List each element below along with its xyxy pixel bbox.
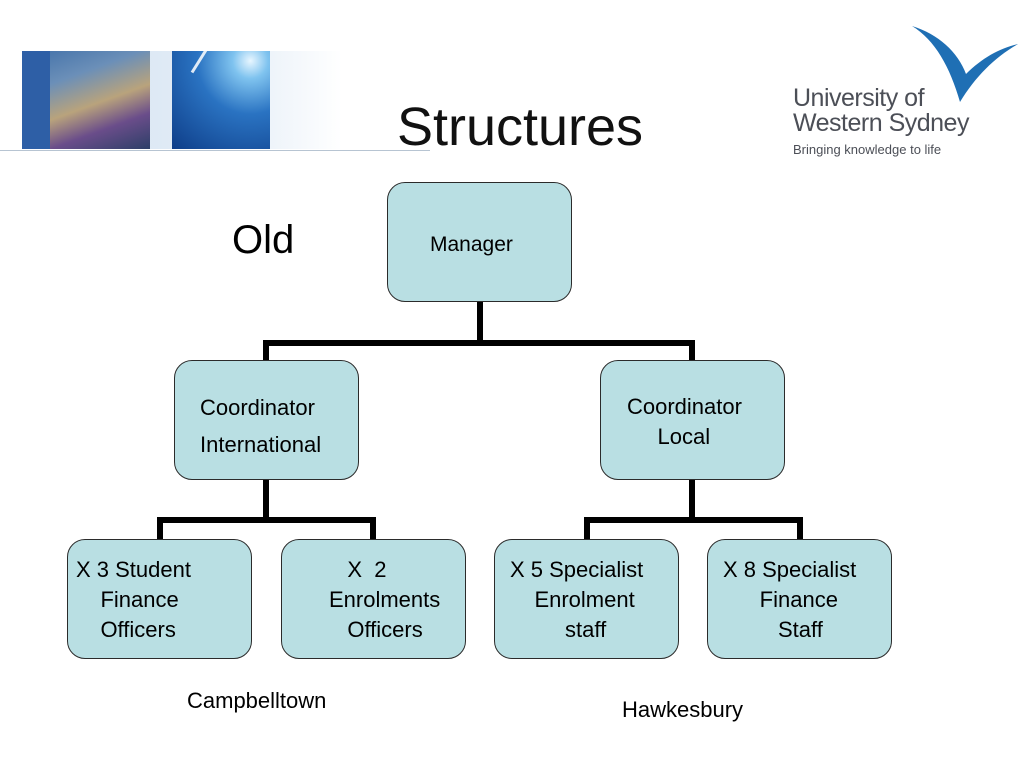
slide-title: Structures — [396, 97, 644, 157]
connector-international-to-teams — [157, 477, 376, 543]
org-node-specialist-finance-staff: X 8 Specialist Finance Staff — [707, 539, 892, 659]
banner-blue-strip — [22, 51, 50, 149]
node-label: X 2 Enrolments Officers — [329, 557, 441, 642]
bird-swoop-icon — [912, 26, 1018, 102]
org-node-enrolments-officers: X 2 Enrolments Officers — [281, 539, 466, 659]
location-hawkesbury: Hawkesbury — [622, 697, 744, 722]
fiber-optic-photo — [172, 51, 270, 149]
org-node-specialist-enrolment-staff: X 5 Specialist Enrolment staff — [494, 539, 679, 659]
node-label: Coordinator Local — [627, 394, 742, 449]
logo-line-1: University of — [793, 84, 925, 112]
connector-manager-to-coordinators — [263, 299, 695, 364]
org-node-student-finance-officers: X 3 Student Finance Officers — [67, 539, 252, 659]
org-node-coordinator-local: Coordinator Local — [600, 360, 785, 480]
university-logo: University of Western Sydney Bringing kn… — [790, 22, 1020, 162]
location-campbelltown: Campbelltown — [187, 688, 327, 713]
node-label: X 3 Student Finance Officers — [76, 557, 191, 642]
node-label: Manager — [430, 233, 513, 256]
logo-line-2: Western Sydney — [793, 109, 969, 137]
org-node-manager: Manager — [387, 182, 572, 302]
logo-tagline: Bringing knowledge to life — [793, 142, 942, 157]
structure-label: Old — [232, 218, 295, 262]
node-label: Coordinator International — [200, 395, 322, 457]
org-node-coordinator-international: Coordinator International — [174, 360, 359, 480]
header-photo-banner — [22, 0, 342, 149]
node-label: X 5 Specialist Enrolment staff — [510, 557, 644, 642]
connector-local-to-teams — [584, 477, 803, 543]
header-divider — [0, 150, 430, 151]
node-label: X 8 Specialist Finance Staff — [723, 557, 857, 642]
